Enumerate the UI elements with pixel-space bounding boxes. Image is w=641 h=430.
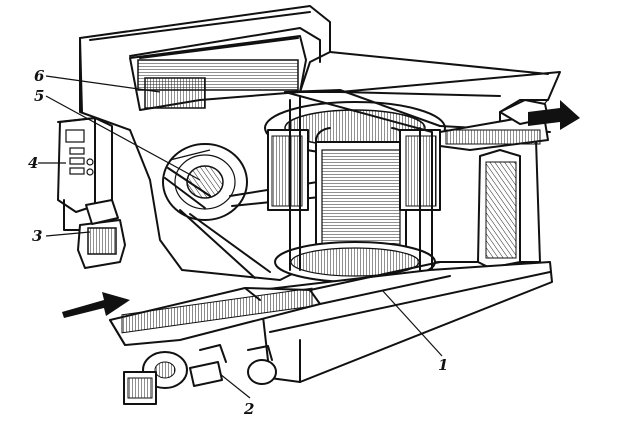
callout-2: 2	[243, 400, 254, 418]
output-conveyor	[439, 99, 549, 269]
leader-lines	[38, 75, 443, 399]
motor-unit	[77, 199, 126, 269]
input-arrow	[62, 292, 130, 318]
callout-labels: 1 2 3 4 5 6	[28, 67, 448, 418]
callout-3: 3	[32, 227, 42, 245]
output-arrow	[528, 100, 580, 130]
support-frame	[284, 89, 551, 273]
machine-base	[259, 261, 553, 383]
drive-pulley	[162, 143, 248, 221]
callout-6: 6	[34, 67, 45, 85]
conveyor-drive	[123, 344, 277, 405]
leader-5	[45, 95, 201, 181]
leader-6	[45, 75, 161, 93]
rear-drum	[129, 35, 307, 111]
callout-1: 1	[438, 356, 448, 374]
leader-1	[381, 289, 443, 357]
input-conveyor	[109, 261, 451, 346]
leader-3	[45, 231, 91, 237]
leader-2	[219, 373, 251, 399]
callout-5: 5	[34, 87, 44, 105]
callout-4: 4	[28, 154, 38, 172]
